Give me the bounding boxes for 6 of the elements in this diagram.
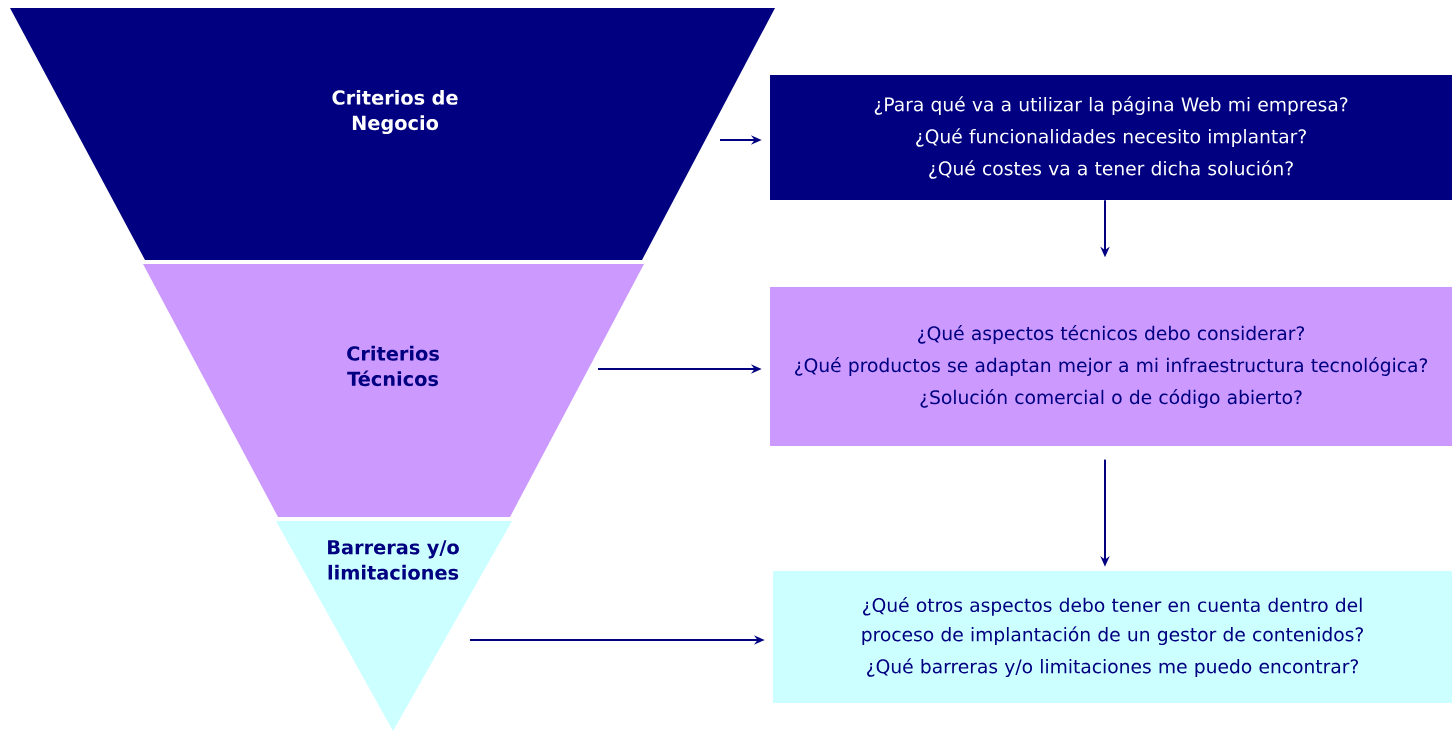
question-box: ¿Qué otros aspectos debo tener en cuenta dentro del proceso de implantación de un gestor de contenidos? ¿Qué barreras y/o limitaciones me puedo encontrar? [773,571,1452,703]
funnel-segment: Criterios de Negocio [10,8,775,260]
funnel-segment: Barreras y/o limitaciones [276,521,512,731]
question-box: ¿Para qué va a utilizar la página Web mi empresa? ¿Qué funcionalidades necesito implantar? ¿Qué costes va a tener dicha solución? [770,75,1452,200]
question-box: ¿Qué aspectos técnicos debo considerar? ¿Qué productos se adaptan mejor a mi infraestructura tecnológica? ¿Solución comercial o de código abierto? [770,287,1452,446]
funnel-segment: Criterios Técnicos [143,264,644,517]
